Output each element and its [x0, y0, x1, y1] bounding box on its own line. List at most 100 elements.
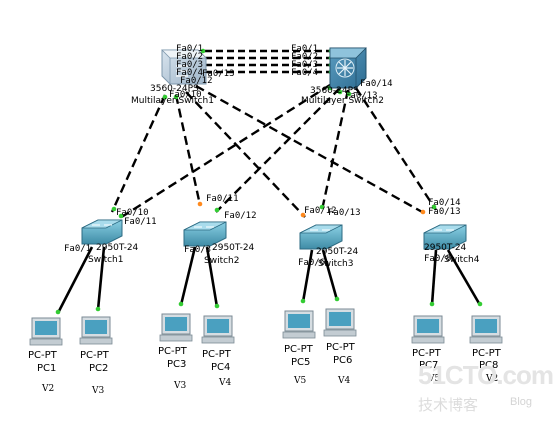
port-label: Fa0/12: [304, 206, 337, 216]
port-label: Fa0/13: [345, 91, 378, 101]
status-light-up: [334, 296, 340, 302]
pc-name-label: PC6: [333, 355, 353, 366]
pc5[interactable]: [282, 310, 316, 339]
pc-type-label: PC-PT: [326, 342, 355, 353]
multilayer-switch2[interactable]: [329, 47, 367, 89]
link-msw1-sw1[interactable]: [110, 94, 167, 213]
pc-name-label: PC4: [211, 362, 231, 373]
port-label: Fa0/3: [291, 60, 319, 70]
link-msw2-sw4[interactable]: [354, 87, 438, 211]
device-name-label: Switch4: [444, 255, 480, 265]
status-light-up: [346, 91, 352, 97]
port-label: Fa0/13: [428, 207, 461, 217]
link-msw1-sw3[interactable]: [185, 91, 306, 218]
uplinks[interactable]: [110, 83, 438, 220]
port-label: Fa0/8: [424, 254, 452, 264]
port-label: Fa0/10: [169, 90, 202, 100]
pc8[interactable]: [469, 315, 503, 344]
switch4[interactable]: [423, 224, 467, 250]
device-model-label: 2950T-24: [316, 247, 359, 257]
vlan-label: V3: [92, 386, 105, 396]
pc-name-label: PC5: [291, 357, 311, 368]
status-light-up: [300, 298, 306, 304]
pc7[interactable]: [411, 315, 445, 344]
port-label: Fa0/4: [291, 68, 319, 78]
link-msw2-sw3[interactable]: [320, 89, 350, 211]
port-label: Fa0/3: [176, 60, 204, 70]
vlan-label: V5: [428, 374, 441, 384]
pc-type-label: PC-PT: [80, 350, 109, 361]
status-light-up: [162, 94, 168, 100]
link-sw1-pc1[interactable]: [56, 246, 94, 314]
device-model-label: 2950T-24: [212, 243, 255, 253]
port-label: Fa0/2: [291, 52, 319, 62]
link-sw4-pc7[interactable]: [430, 249, 438, 306]
pc-name-label: PC7: [419, 360, 439, 371]
port-label: Fa0/4: [176, 68, 204, 78]
port-label: Fa0/1: [176, 44, 204, 54]
status-light-blocking: [300, 212, 306, 218]
port-label: Fa0/12: [224, 211, 257, 221]
link-sw2-pc4[interactable]: [205, 246, 219, 308]
device-model-label: 3560-24PS: [150, 84, 199, 94]
link-sw4-pc8[interactable]: [446, 249, 482, 306]
pc6[interactable]: [323, 308, 357, 337]
vlan-label: V5: [294, 376, 307, 386]
status-light-up: [214, 303, 220, 309]
port-label: Fa0/13: [202, 69, 235, 79]
status-light-blocking: [420, 209, 426, 215]
status-light-up: [200, 48, 206, 54]
link-sw1-pc2[interactable]: [96, 246, 106, 311]
access-links[interactable]: [56, 246, 482, 314]
port-label: Fa0/2: [176, 52, 204, 62]
device-model-label: 2950T-24: [424, 243, 467, 253]
link-sw2-pc3[interactable]: [179, 246, 197, 306]
vlan-label: V4: [338, 376, 351, 386]
pc-type-label: PC-PT: [412, 348, 441, 359]
link-msw1-sw4[interactable]: [195, 84, 425, 215]
switch3[interactable]: [299, 224, 343, 250]
switch2[interactable]: [183, 221, 227, 247]
link-sw3-pc5[interactable]: [301, 249, 314, 303]
inter-core-links[interactable]: [205, 49, 330, 74]
link-msw2-sw2[interactable]: [215, 87, 341, 213]
port-label: Fa0/6: [298, 258, 326, 268]
port-label: Fa0/1: [291, 44, 319, 54]
status-light-up: [118, 213, 124, 219]
status-light-up: [55, 309, 61, 315]
pc-type-label: PC-PT: [202, 349, 231, 360]
link-msw1-sw2[interactable]: [174, 94, 202, 206]
vlan-label: V2: [486, 374, 499, 384]
watermark-tagline: 技术博客: [418, 397, 479, 414]
status-light-up: [178, 301, 184, 307]
switch1[interactable]: [81, 219, 123, 245]
vlan-label: V4: [219, 378, 232, 388]
pc4[interactable]: [201, 315, 235, 344]
status-light-up: [429, 301, 435, 307]
pc3[interactable]: [159, 313, 193, 342]
port-label: Fa0/11: [206, 194, 239, 204]
pc2[interactable]: [79, 316, 113, 345]
status-light-up: [319, 204, 325, 210]
status-light-up: [111, 206, 117, 212]
pc-name-label: PC3: [167, 359, 187, 370]
port-label: Fa0/14: [360, 79, 393, 89]
pc-type-label: PC-PT: [158, 346, 187, 357]
device-name-label: Multilayer Switch1: [131, 96, 214, 106]
device-name-label: Switch1: [88, 255, 124, 265]
status-light-blocking: [197, 201, 203, 207]
port-label: Fa0/10: [116, 208, 149, 218]
multilayer-switch1[interactable]: [161, 49, 207, 85]
status-light-up: [214, 207, 220, 213]
link-sw3-pc6[interactable]: [321, 249, 339, 301]
status-light-up: [337, 89, 343, 95]
pc1[interactable]: [29, 317, 63, 346]
pc-name-label: PC1: [37, 363, 57, 374]
device-name-label: Multilayer Switch2: [301, 96, 384, 106]
port-label: Fa0/14: [428, 198, 461, 208]
status-light-up: [477, 301, 483, 307]
pc-type-label: PC-PT: [284, 344, 313, 355]
watermark-blog: Blog: [510, 396, 533, 408]
pc-type-label: PC-PT: [28, 350, 57, 361]
